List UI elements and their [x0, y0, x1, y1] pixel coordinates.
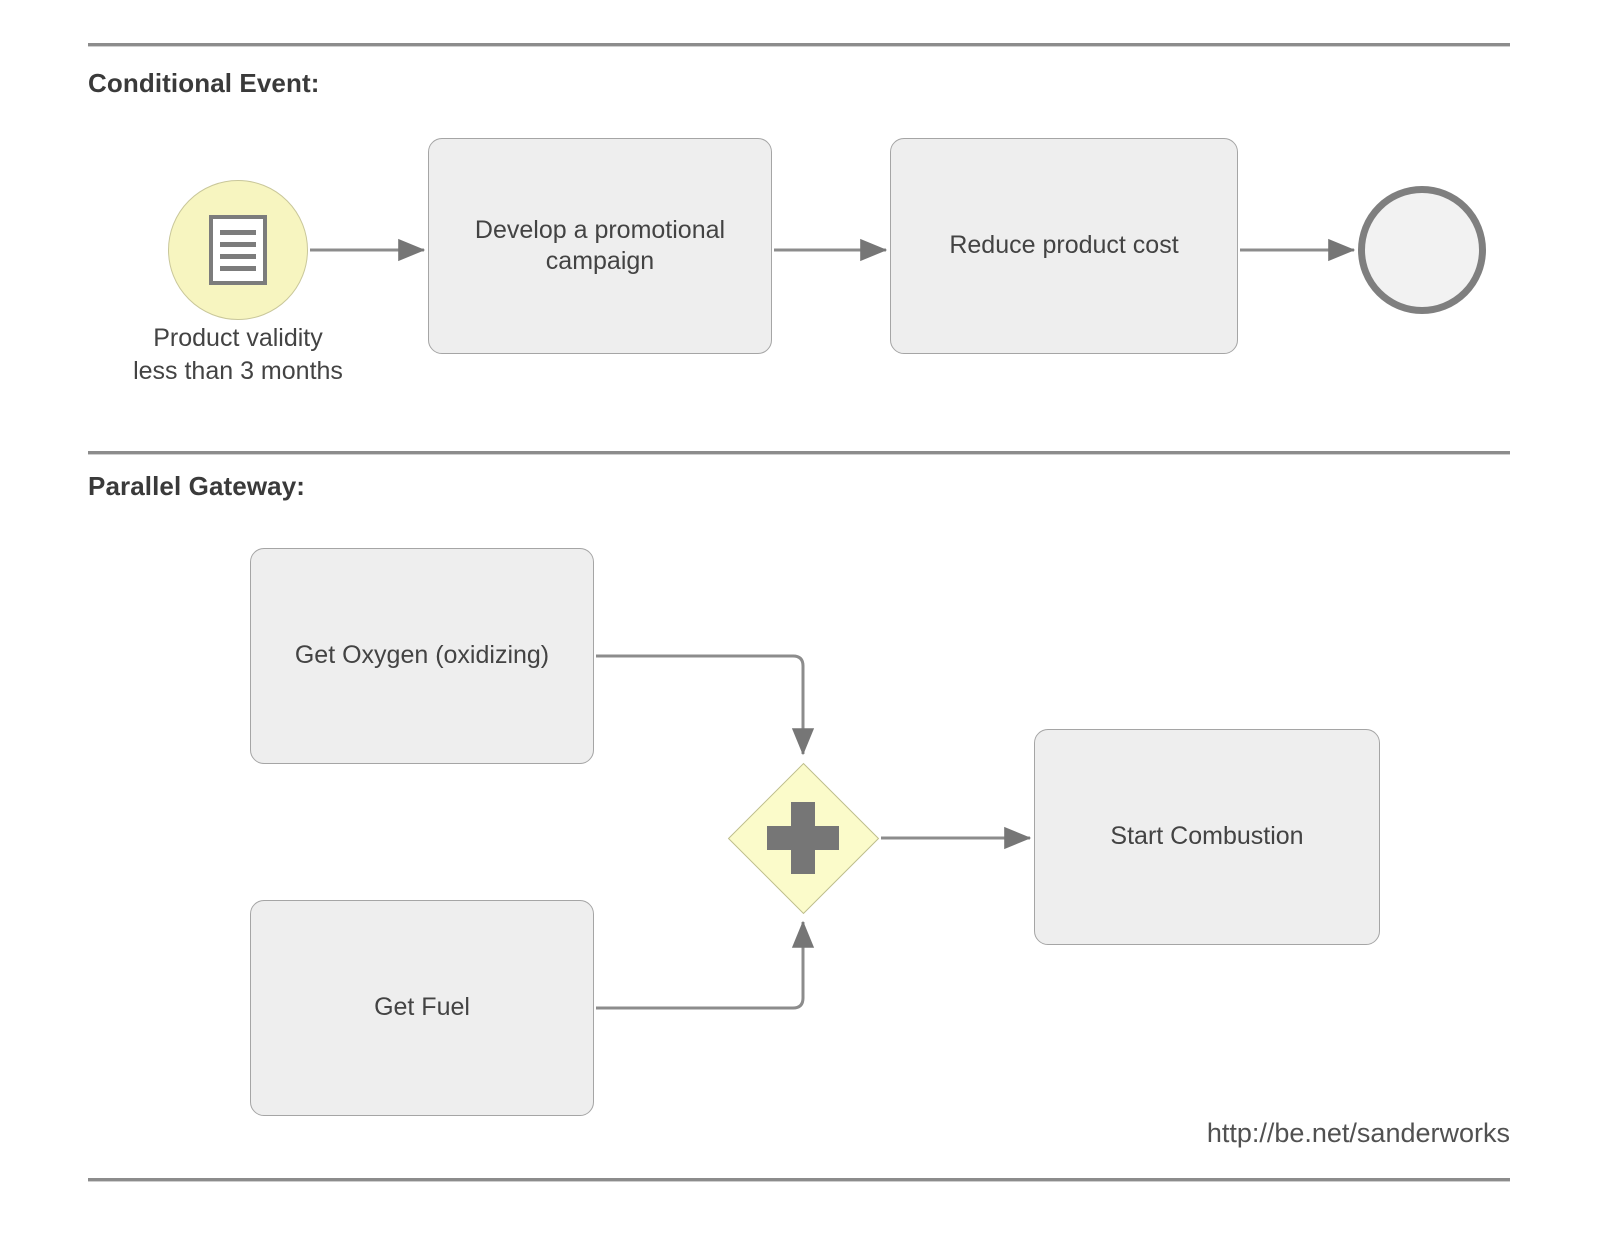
event-label-line-2: less than 3 months	[133, 357, 343, 385]
task-reduce-product-cost[interactable]: Reduce product cost	[890, 138, 1238, 354]
flow-fuel-to-gateway	[596, 920, 815, 1010]
flow-oxygen-to-gateway	[596, 654, 815, 756]
task-start-combustion[interactable]: Start Combustion	[1034, 729, 1380, 945]
document-lines-icon	[209, 215, 267, 285]
end-event[interactable]	[1358, 186, 1486, 314]
divider-top	[88, 43, 1510, 47]
conditional-start-event-label: Product validity less than 3 months	[88, 322, 388, 388]
section-heading-parallel-gateway: Parallel Gateway:	[88, 471, 306, 501]
conditional-start-event[interactable]	[168, 180, 308, 320]
task-develop-promotional-campaign[interactable]: Develop a promotional campaign	[428, 138, 772, 354]
divider-middle	[88, 451, 1510, 455]
task-get-oxygen[interactable]: Get Oxygen (oxidizing)	[250, 548, 594, 764]
event-label-line-1: Product validity	[153, 324, 323, 352]
task-get-fuel[interactable]: Get Fuel	[250, 900, 594, 1116]
plus-icon-vertical-bar	[791, 802, 815, 874]
footer-url[interactable]: http://be.net/sanderworks	[1206, 1118, 1510, 1148]
divider-bottom	[88, 1178, 1510, 1182]
section-heading-conditional-event: Conditional Event:	[88, 68, 320, 98]
parallel-gateway[interactable]	[727, 762, 879, 914]
